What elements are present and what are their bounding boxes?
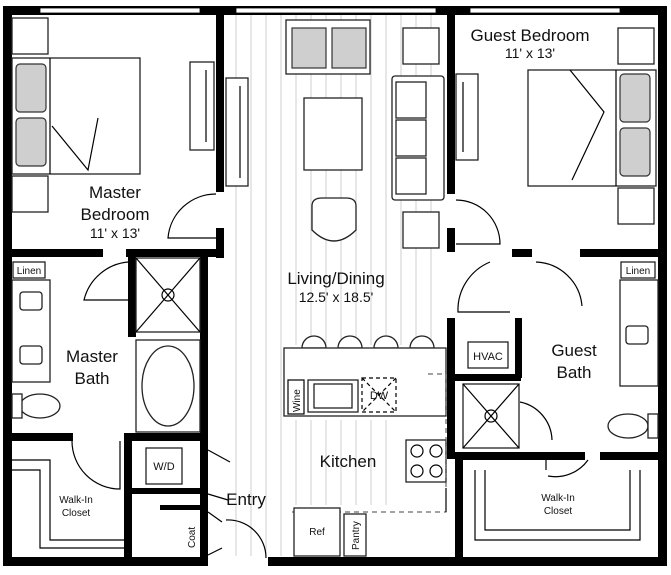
pillow xyxy=(619,127,651,177)
master-bath xyxy=(11,257,201,433)
vanity xyxy=(11,279,51,383)
nightstand xyxy=(11,175,49,213)
pantry xyxy=(343,513,367,557)
linen-label-right: Linen xyxy=(626,266,650,277)
guest-bath xyxy=(457,261,659,449)
coffee-table xyxy=(303,97,363,171)
pillow xyxy=(15,117,47,167)
nightstand xyxy=(11,17,49,55)
entry-title: Entry xyxy=(226,490,266,509)
tv-console xyxy=(225,77,249,187)
hvac-label: HVAC xyxy=(473,351,503,363)
closets xyxy=(12,440,641,549)
master-bedroom-title-2: Bedroom xyxy=(81,205,150,224)
guest-bedroom xyxy=(455,27,657,245)
walls xyxy=(3,6,667,566)
refrigerator xyxy=(293,507,341,557)
guest-bedroom-title: Guest Bedroom xyxy=(470,26,589,45)
dw-label: DW xyxy=(370,390,389,402)
kitchen xyxy=(283,347,447,557)
toilet xyxy=(19,393,61,419)
master-bedroom xyxy=(11,17,217,239)
wd-label: W/D xyxy=(153,461,174,473)
master-bath-title-2: Bath xyxy=(75,369,110,388)
ref-label: Ref xyxy=(309,527,325,538)
walk-in-closet-left-1: Walk-In xyxy=(59,495,93,506)
master-bedroom-size: 11' x 13' xyxy=(90,225,140,241)
guest-bath-title-2: Bath xyxy=(557,363,592,382)
walk-in-closet-left-2: Closet xyxy=(62,508,91,519)
living-dining-size: 12.5' x 18.5' xyxy=(299,289,374,305)
dining-chair xyxy=(402,27,440,65)
coat-label: Coat xyxy=(187,527,198,548)
guest-bath-title-1: Guest xyxy=(551,341,597,360)
dresser xyxy=(455,73,479,161)
pantry-label: Pantry xyxy=(351,521,362,550)
linen-label-left: Linen xyxy=(17,266,41,277)
master-bedroom-title-1: Master xyxy=(89,183,141,202)
dresser xyxy=(189,61,215,151)
living-dining-title: Living/Dining xyxy=(287,269,384,288)
accent-chair xyxy=(311,197,357,242)
living-area xyxy=(225,19,445,349)
nightstand xyxy=(617,187,655,225)
pillow xyxy=(15,63,47,113)
toilet xyxy=(607,413,649,439)
walk-in-closet-right-2: Closet xyxy=(544,506,573,517)
washer-dryer xyxy=(145,447,183,485)
nightstand xyxy=(617,27,655,65)
master-bath-title-1: Master xyxy=(66,347,118,366)
dishwasher xyxy=(361,377,397,413)
walk-in-closet-right-1: Walk-In xyxy=(541,493,575,504)
wine-label: Wine xyxy=(292,389,303,412)
room-labels: Guest Bedroom 11' x 13' Master Bedroom 1… xyxy=(12,26,656,550)
pillow xyxy=(619,73,651,123)
dining-chair xyxy=(402,211,440,249)
laundry xyxy=(145,447,267,559)
guest-bedroom-size: 11' x 13' xyxy=(505,45,555,61)
kitchen-title: Kitchen xyxy=(320,452,377,471)
